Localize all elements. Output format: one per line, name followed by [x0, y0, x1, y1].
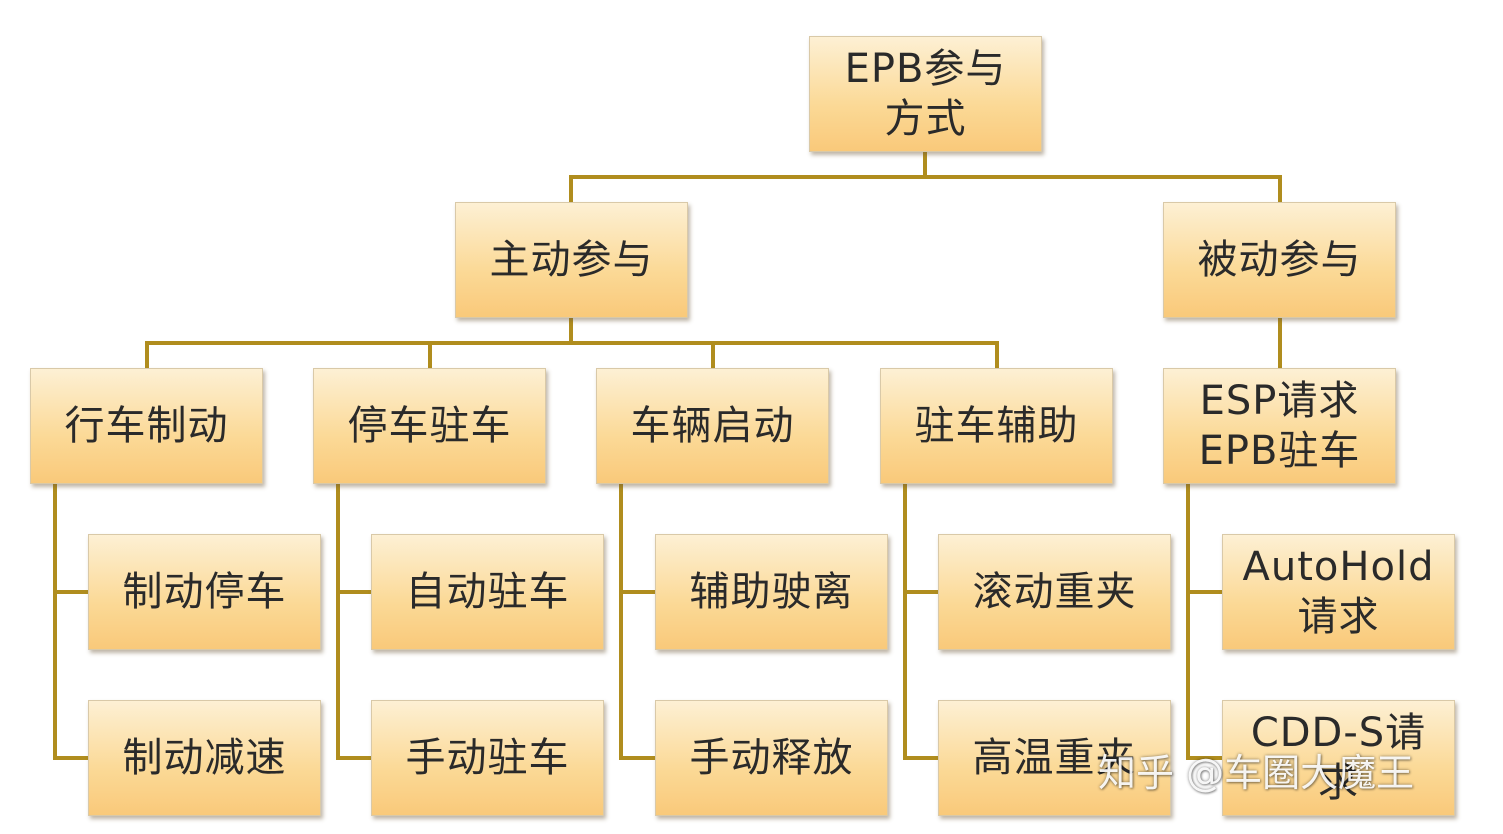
node-auto-park: 自动驻车 [371, 534, 604, 650]
node-active-label: 主动参与 [489, 237, 654, 283]
node-passive-label: 被动参与 [1197, 237, 1362, 283]
node-vehicle-start-label: 车辆启动 [630, 403, 795, 449]
node-manual-release: 手动释放 [655, 700, 888, 816]
node-parking-assist-label: 驻车辅助 [914, 403, 1079, 449]
node-parking-label: 停车驻车 [347, 403, 512, 449]
node-manual-release-label: 手动释放 [689, 735, 854, 781]
node-esp-request: ESP请求 EPB驻车 [1163, 368, 1396, 484]
node-brake-stop: 制动停车 [88, 534, 321, 650]
node-passive: 被动参与 [1163, 202, 1396, 318]
node-root: EPB参与 方式 [809, 36, 1042, 152]
node-assist-drive-off: 辅助驶离 [655, 534, 888, 650]
node-brake-decel: 制动减速 [88, 700, 321, 816]
node-esp-request-label: ESP请求 EPB驻车 [1198, 378, 1361, 474]
node-hightemp-reclamp-label: 高温重夹 [972, 735, 1137, 781]
node-service-brake: 行车制动 [30, 368, 263, 484]
node-parking-assist: 驻车辅助 [880, 368, 1113, 484]
node-autohold-request-label: AutoHold 请求 [1242, 544, 1435, 640]
node-root-label: EPB参与 方式 [844, 46, 1007, 142]
node-cdds-request-label: CDD-S请 求 [1250, 710, 1427, 806]
node-vehicle-start: 车辆启动 [596, 368, 829, 484]
node-auto-park-label: 自动驻车 [405, 569, 570, 615]
node-active: 主动参与 [455, 202, 688, 318]
node-parking: 停车驻车 [313, 368, 546, 484]
node-roll-reclamp: 滚动重夹 [938, 534, 1171, 650]
node-manual-park-label: 手动驻车 [405, 735, 570, 781]
node-service-brake-label: 行车制动 [64, 403, 229, 449]
node-cdds-request: CDD-S请 求 [1222, 700, 1455, 816]
node-roll-reclamp-label: 滚动重夹 [972, 569, 1137, 615]
node-manual-park: 手动驻车 [371, 700, 604, 816]
watermark: 知乎 @车圈大魔王 [1098, 751, 1415, 795]
node-hightemp-reclamp: 高温重夹 [938, 700, 1171, 816]
node-autohold-request: AutoHold 请求 [1222, 534, 1455, 650]
node-assist-drive-off-label: 辅助驶离 [689, 569, 854, 615]
node-brake-decel-label: 制动减速 [122, 735, 287, 781]
node-brake-stop-label: 制动停车 [122, 569, 287, 615]
